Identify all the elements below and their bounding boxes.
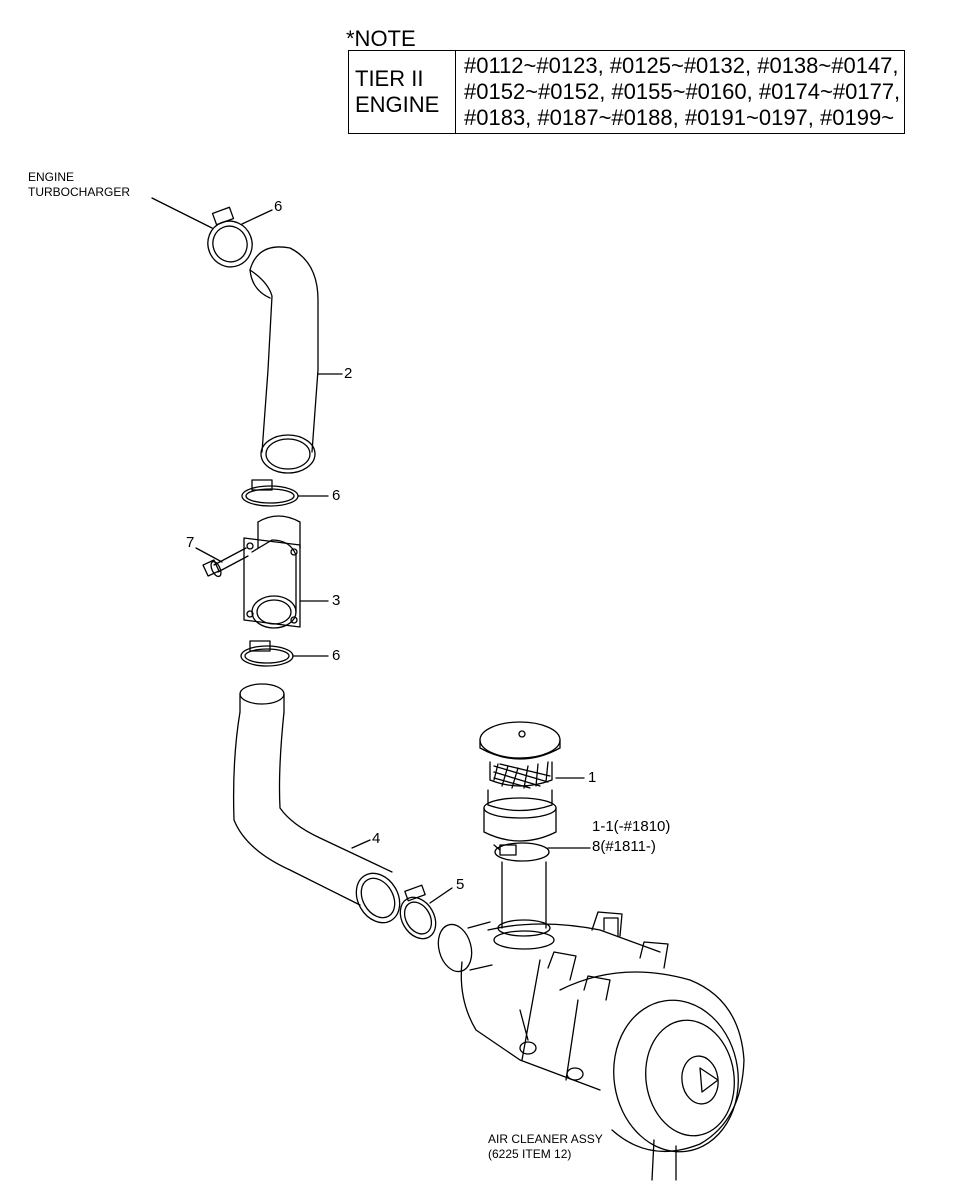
callout-part-5: 5 bbox=[456, 876, 465, 893]
tier-label: TIER II bbox=[355, 66, 424, 91]
air-cleaner-assy-label: AIR CLEANER ASSY (6225 ITEM 12) bbox=[488, 1132, 603, 1162]
callout-part-6-lower: 6 bbox=[332, 647, 341, 664]
leader-part-5 bbox=[429, 887, 453, 904]
hose-clamp-top bbox=[207, 206, 253, 268]
engine-label-line: ENGINE bbox=[28, 170, 75, 184]
callout-part-1-1: 1-1(-#1810) bbox=[592, 818, 671, 835]
leader-part-7 bbox=[195, 547, 223, 563]
engine-tier-cell: TIER II ENGINE bbox=[348, 50, 456, 134]
serial-range-line: #0152~#0152, #0155~#0160, #0174~#0177, bbox=[464, 79, 901, 104]
flange-adapter bbox=[243, 515, 301, 629]
leader-part-6-top bbox=[241, 209, 273, 225]
serial-ranges-cell: #0112~#0123, #0125~#0132, #0138~#0147, #… bbox=[454, 50, 906, 134]
note-table: TIER II ENGINE #0112~#0123, #0125~#0132,… bbox=[348, 50, 906, 134]
note-title: *NOTE bbox=[346, 26, 416, 51]
leader-lines bbox=[151, 197, 591, 904]
serial-range-line: #0112~#0123, #0125~#0132, #0138~#0147, bbox=[464, 53, 899, 78]
callout-part-4: 4 bbox=[372, 830, 381, 847]
callout-part-3: 3 bbox=[332, 592, 341, 609]
hose-clamp-inlet bbox=[399, 884, 437, 940]
engine-label: ENGINE bbox=[355, 92, 440, 117]
callout-part-6-mid: 6 bbox=[332, 487, 341, 504]
air-cleaner-ref-line: (6225 ITEM 12) bbox=[488, 1147, 572, 1161]
turbocharger-label-line: TURBOCHARGER bbox=[28, 185, 131, 199]
bolt bbox=[202, 547, 249, 578]
serial-range-line: #0183, #0187~#0188, #0191~0197, #0199~ bbox=[464, 105, 895, 130]
leader-part-4 bbox=[351, 839, 371, 849]
upper-elbow-hose bbox=[249, 246, 319, 474]
callout-part-7: 7 bbox=[186, 534, 195, 551]
hose-clamp-cleaner bbox=[493, 842, 550, 862]
hose-clamp-lower bbox=[240, 640, 294, 667]
air-cleaner-body bbox=[437, 861, 745, 1181]
precleaner-cap bbox=[479, 721, 561, 842]
leader-engine-turbocharger bbox=[151, 197, 213, 229]
air-cleaner-label-line: AIR CLEANER ASSY bbox=[488, 1132, 603, 1146]
callout-part-2: 2 bbox=[344, 365, 353, 382]
callout-part-1: 1 bbox=[588, 769, 597, 786]
lower-bent-hose bbox=[232, 683, 401, 924]
engine-turbocharger-label: ENGINE TURBOCHARGER bbox=[28, 170, 130, 200]
hose-clamp-middle bbox=[241, 479, 299, 507]
callout-part-6-top: 6 bbox=[274, 198, 283, 215]
callout-part-8: 8(#1811-) bbox=[592, 838, 656, 855]
